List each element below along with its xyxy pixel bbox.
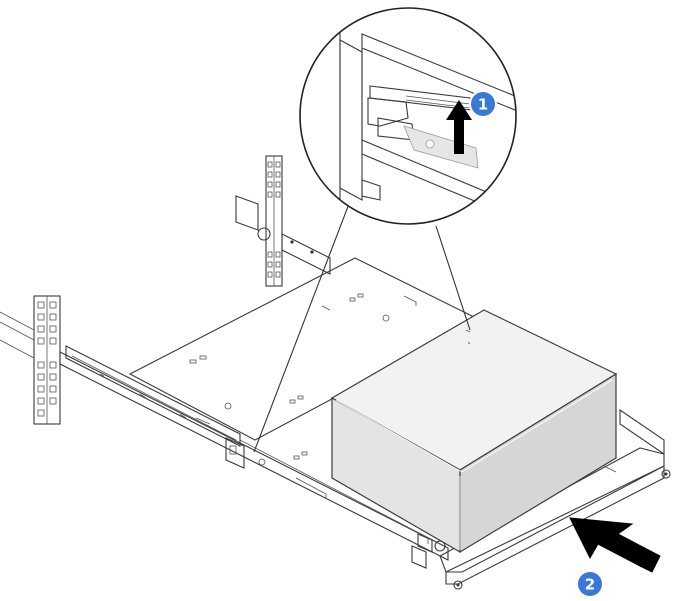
left-rack-post (0, 295, 61, 425)
callout-pointer (253, 195, 471, 453)
step-1-badge: 1 (469, 90, 497, 118)
step-1-number: 1 (478, 96, 488, 114)
step-2-number: 2 (585, 576, 595, 594)
lift-up-arrow-icon (446, 100, 472, 154)
server-chassis (330, 309, 618, 554)
back-rack-post (235, 155, 331, 287)
step-2-badge: 2 (576, 570, 604, 598)
detail-magnifier (299, 7, 517, 225)
push-direction-arrow-icon (569, 517, 661, 573)
